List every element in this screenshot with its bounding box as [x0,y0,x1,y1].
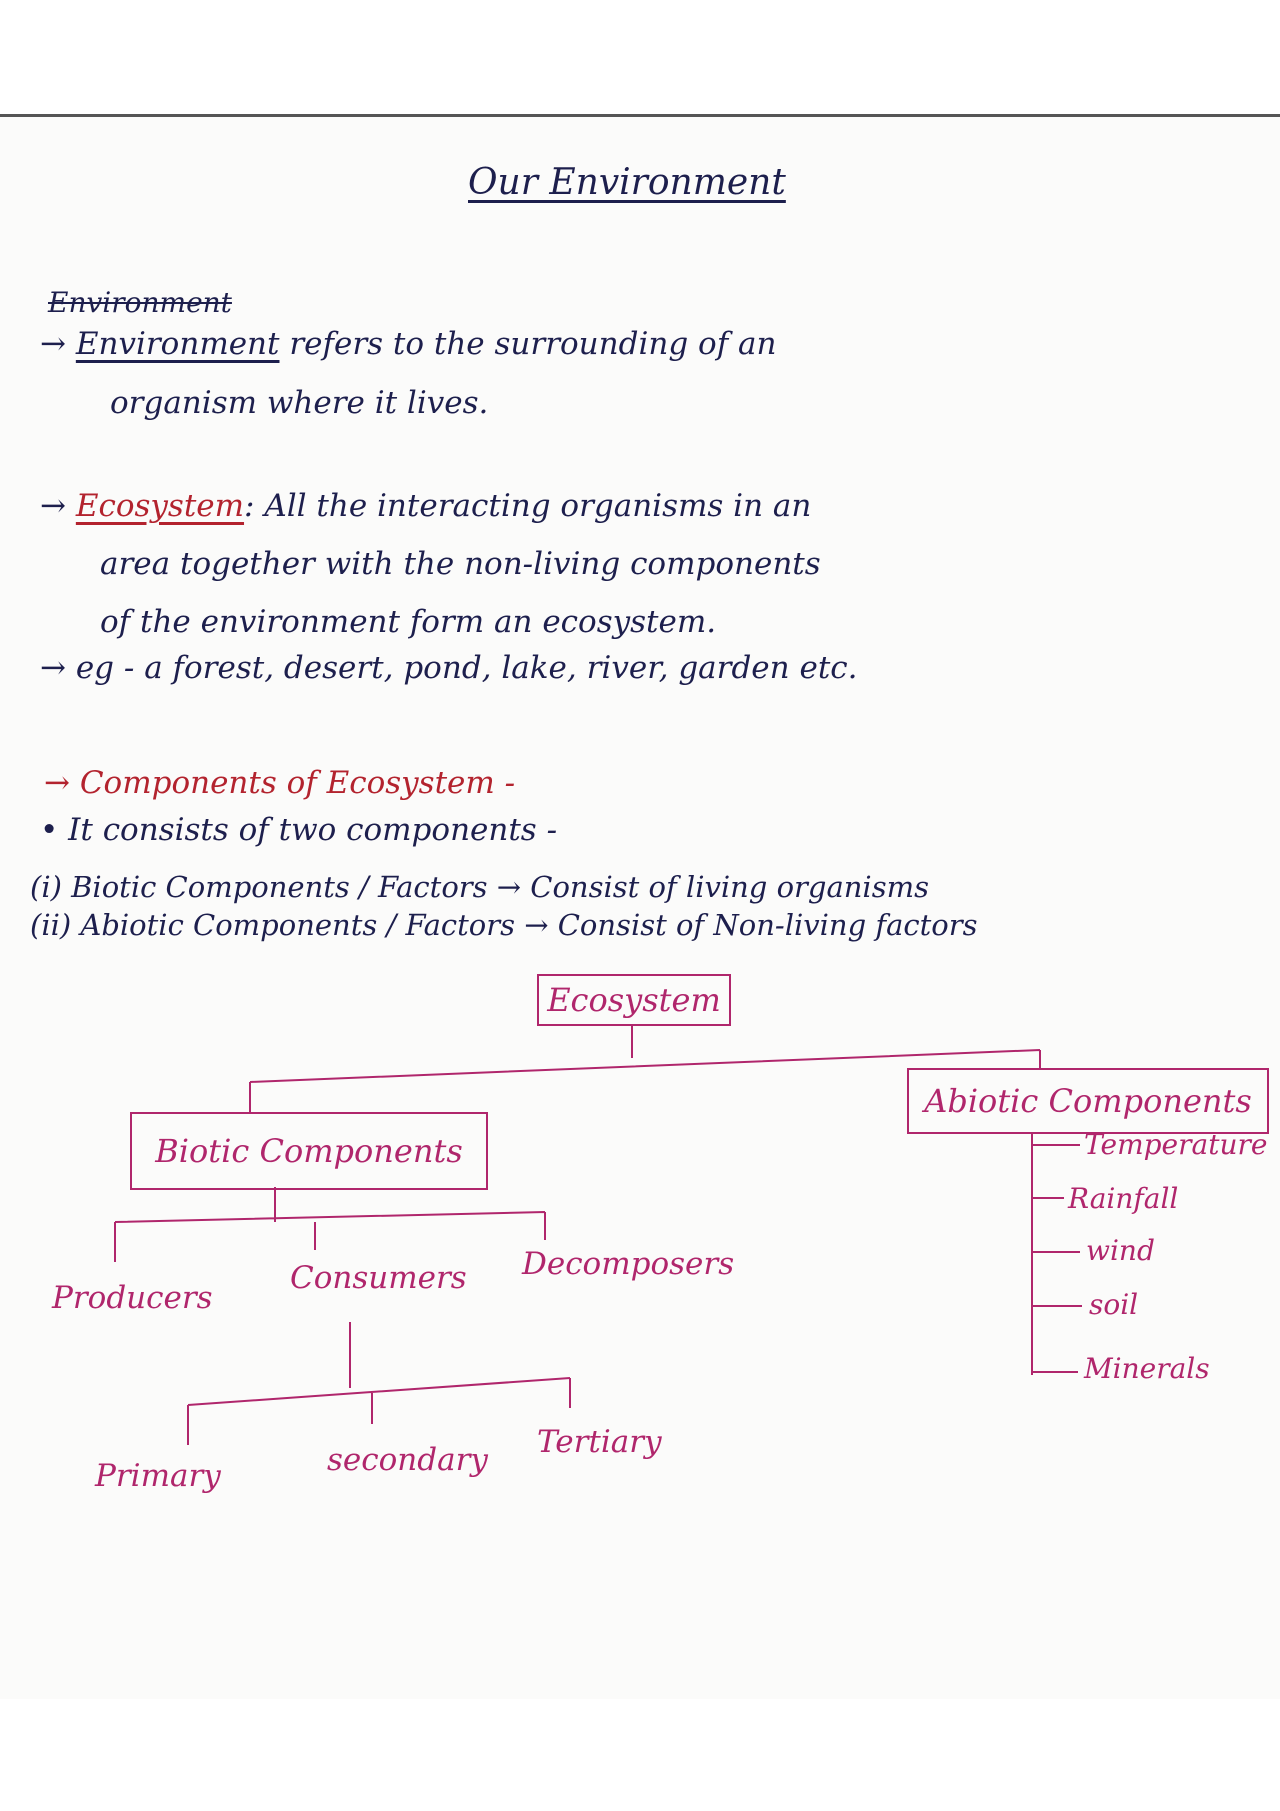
temperature-label: Temperature [1084,1128,1268,1161]
abiotic-components-box: Abiotic Components [907,1068,1269,1134]
minerals-label: Minerals [1084,1352,1210,1385]
components-heading: → Components of Ecosystem - [44,765,516,801]
environment-definition-line1: → Environment refers to the surrounding … [40,326,777,362]
environment-text: refers to the surrounding of an [289,326,777,362]
tertiary-label: Tertiary [537,1424,662,1460]
ecosystem-text: : All the interacting organisms in an [244,488,812,524]
root-connector [249,1024,1041,1112]
abiotic-item: (ii) Abiotic Components / Factors → Cons… [30,908,978,942]
struck-heading: Environment [48,286,232,319]
rainfall-label: Rainfall [1068,1182,1179,1215]
ecosystem-term: Ecosystem [75,488,245,524]
consumer-connector [187,1322,571,1445]
ecosystem-definition-line2: area together with the non-living compon… [100,546,821,582]
biotic-connector [114,1187,546,1262]
page-title: Our Environment [468,162,786,203]
abiotic-connector [1031,1132,1082,1375]
notebook-page [0,114,1280,1699]
primary-label: Primary [95,1458,221,1494]
ecosystem-definition-line3: of the environment form an ecosystem. [100,604,717,640]
biotic-item: (i) Biotic Components / Factors → Consis… [30,870,929,904]
producers-label: Producers [52,1280,213,1316]
decomposers-label: Decomposers [522,1246,735,1282]
ecosystem-examples: → eg - a forest, desert, pond, lake, riv… [40,650,858,686]
wind-label: wind [1086,1234,1155,1267]
soil-label: soil [1089,1288,1139,1321]
consumers-label: Consumers [290,1260,467,1296]
secondary-label: secondary [327,1442,488,1478]
ecosystem-definition-line1: → Ecosystem: All the interacting organis… [40,488,812,524]
ecosystem-box: Ecosystem [537,974,731,1026]
environment-term: Environment [75,326,280,362]
components-intro: • It consists of two components - [40,812,558,848]
biotic-components-box: Biotic Components [130,1112,488,1190]
environment-definition-line2: organism where it lives. [110,385,489,421]
